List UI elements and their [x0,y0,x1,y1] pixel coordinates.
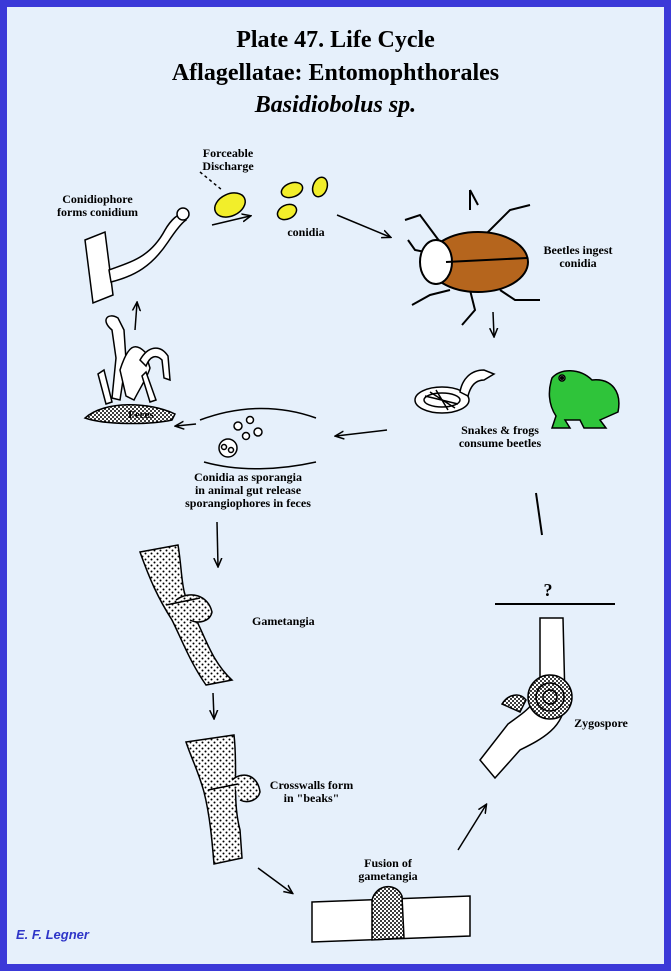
label-snakes-frogs: Snakes & frogs consume beetles [458,423,542,450]
link-predator-to-question [535,492,543,536]
arrow-sporangiophore-to-conidiophore [135,303,137,331]
gut-sporangia-figure [199,407,317,470]
discharged-conidium [214,192,246,218]
label-question: ? [543,580,553,600]
label-crosswalls: Crosswalls form in "beaks" [269,778,354,805]
plate-subtitle-species: Basidiobolus sp. [254,92,417,118]
label-sporangia: Conidia as sporangia in animal gut relea… [185,470,311,510]
fusion-figure [311,886,471,943]
discharge-dash [199,171,223,191]
arrow-discharge [211,216,250,226]
label-beetles: Beetles ingest conidia [543,243,613,270]
arrow-gut-to-feces [176,424,197,426]
arrow-crosswalls-to-fusion [257,867,292,893]
label-zygospore: Zygospore [574,716,628,730]
label-conidiophore: Conidiophore forms conidium [57,192,138,219]
plate-panel [7,7,664,964]
arrow-conidia-to-beetle [336,214,390,237]
snake-figure [414,369,496,414]
plate-title: Plate 47. Life Cycle [236,27,435,53]
arrow-fusion-to-zygospore [457,805,486,851]
zygospore-figure [479,617,573,780]
beetle-figure [404,189,540,326]
label-forceable-discharge: Forceable Discharge [202,146,254,173]
arrow-beetle-to-predators [493,311,494,336]
arrow-gametangia-to-crosswalls [213,692,214,718]
author-credit: E. F. Legner [16,927,89,942]
conidiophore-figure [84,207,190,305]
crosswalls-figure [185,734,261,865]
label-conidia: conidia [287,225,325,239]
arrow-predators-to-gut [336,429,388,436]
plate-subtitle-order: Aflagellatae: Entomophthorales [171,60,500,86]
sporangiophores-in-feces-figure [83,315,177,425]
label-feces: Feces [128,409,154,421]
gametangia-figure [138,544,234,686]
arrow-feces-to-gametangia [217,521,218,566]
conidia-cluster [276,176,329,221]
label-fusion: Fusion of gametangia [358,856,418,883]
frog-figure [548,370,620,429]
label-gametangia: Gametangia [252,614,315,628]
